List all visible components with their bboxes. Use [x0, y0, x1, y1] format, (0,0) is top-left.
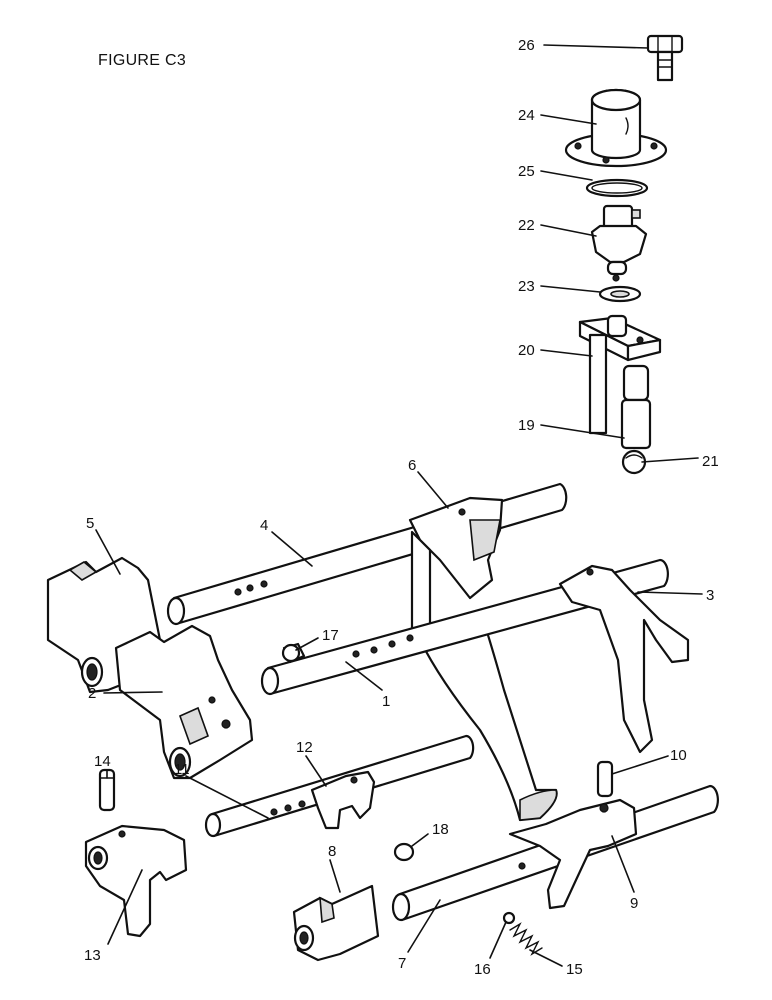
part-15-spring: [509, 922, 543, 956]
part-3-fork: [558, 564, 690, 754]
part-12-fork: [310, 770, 376, 830]
part-16-ball: [502, 911, 516, 925]
callout-18: 18: [432, 821, 449, 838]
callout-22: 22: [518, 217, 535, 234]
part-19-pins: [620, 364, 652, 450]
part-9-fork: [508, 798, 638, 910]
callout-15: 15: [566, 961, 583, 978]
callout-6: 6: [408, 457, 416, 474]
callout-5: 5: [86, 515, 94, 532]
callout-20: 20: [518, 342, 535, 359]
callout-12: 12: [296, 739, 313, 756]
part-24-housing: [564, 88, 668, 168]
part-25-o-ring: [585, 178, 649, 198]
callout-25: 25: [518, 163, 535, 180]
callout-19: 19: [518, 417, 535, 434]
callout-11: 11: [174, 761, 190, 778]
part-18-plug: [393, 842, 415, 862]
callout-2: 2: [88, 685, 96, 702]
callout-26: 26: [518, 37, 535, 54]
callout-3: 3: [706, 587, 714, 604]
figure-title: FIGURE C3: [98, 52, 187, 69]
part-2-bracket: [114, 624, 254, 780]
part-6-fork: [408, 496, 504, 652]
callout-4: 4: [260, 517, 268, 534]
callout-10: 10: [670, 747, 687, 764]
part-13-fork-block: [84, 824, 188, 938]
callout-17: 17: [322, 627, 339, 644]
callout-9: 9: [630, 895, 638, 912]
part-20-interlock-plate: [578, 314, 662, 435]
callout-labels: 26 24 25 22 23 20 19 21 6 5 4 3 17 2 1 1…: [84, 37, 719, 978]
part-26-bolt: [646, 34, 684, 82]
part-8-block: [292, 884, 380, 962]
callout-14: 14: [94, 753, 111, 770]
callout-7: 7: [398, 955, 406, 972]
callout-24: 24: [518, 107, 535, 124]
part-22-plunger: [590, 204, 648, 282]
callout-1: 1: [382, 693, 390, 710]
callout-23: 23: [518, 278, 535, 295]
callout-21: 21: [702, 453, 719, 470]
callout-16: 16: [474, 961, 491, 978]
part-10-pin: [596, 760, 614, 798]
callout-8: 8: [328, 843, 336, 860]
leader-lines: [95, 44, 703, 967]
part-17-plug: [281, 642, 306, 664]
part-23-washer: [598, 285, 642, 303]
callout-13: 13: [84, 947, 101, 964]
part-6-fork-arm: [418, 608, 558, 822]
